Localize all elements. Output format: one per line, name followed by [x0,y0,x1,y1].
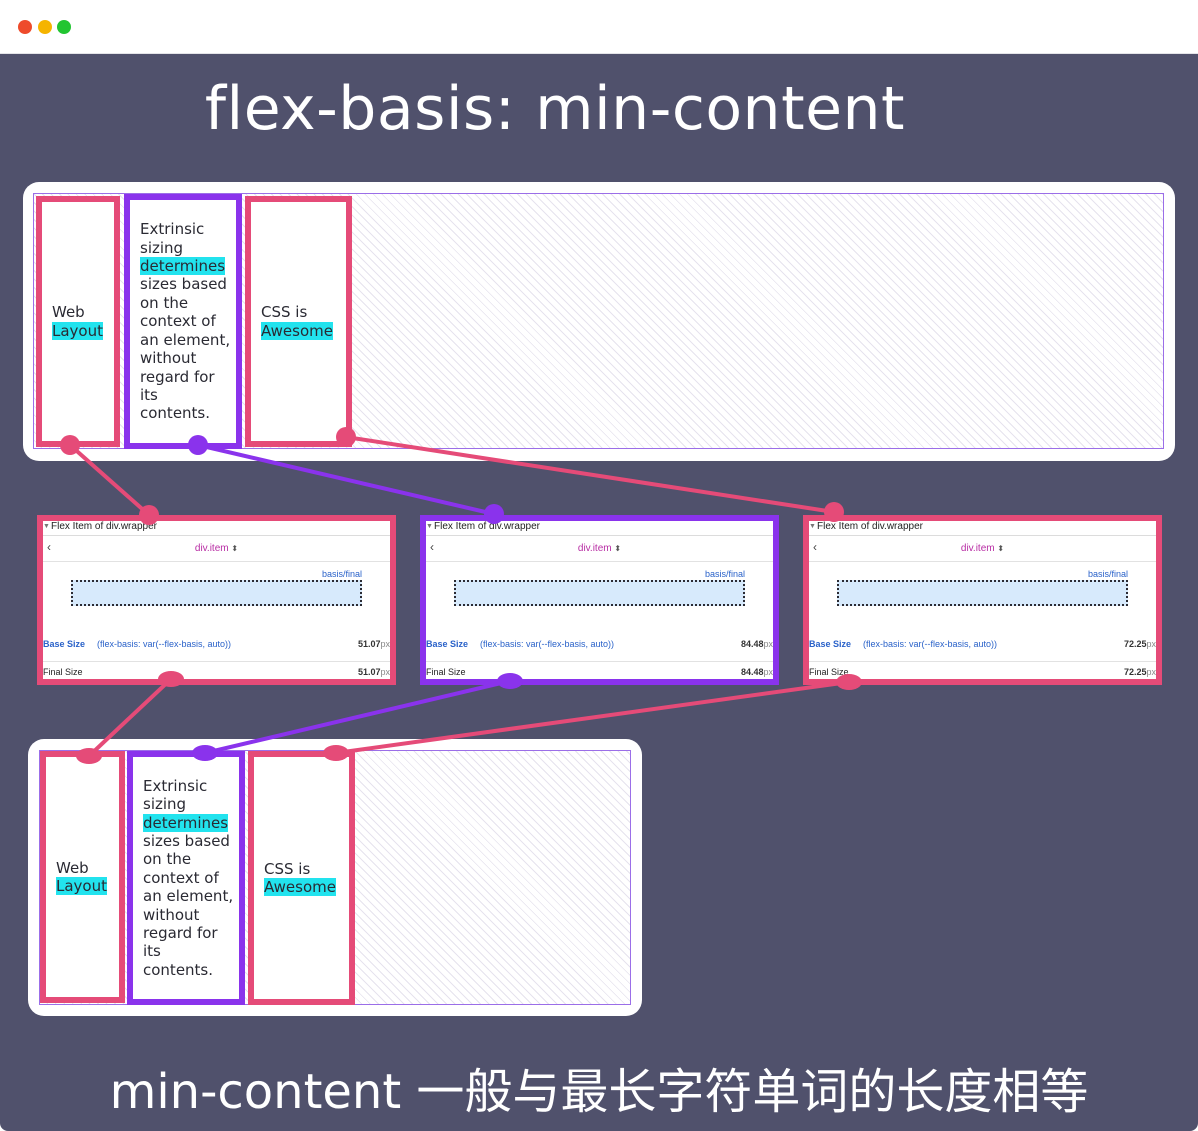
devtools-header[interactable]: ▼Flex Item of div.wrapper [809,521,1156,536]
item-text: Extrinsic sizing determines sizes based … [143,776,234,979]
devtools-nav: ‹ div.item ⬍ [809,535,1156,562]
flex-item-extrinsic-sizing: Extrinsic sizing determines sizes based … [124,194,242,449]
item-text: Extrinsic sizing determines sizes based … [140,220,231,423]
devtools-flex-item-panel-1: ▼Flex Item of div.wrapper ‹ div.item ⬍ b… [37,515,396,685]
flex-size-bar [454,580,745,606]
collapse-triangle-icon[interactable]: ▼ [426,523,433,530]
final-size-row: Final Size 72.25px [809,667,1156,677]
collapse-triangle-icon[interactable]: ▼ [809,523,816,530]
highlighted-word: Layout [52,321,103,340]
flex-item-extrinsic-sizing: Extrinsic sizing determines sizes based … [127,751,245,1005]
highlighted-word: Awesome [261,321,333,340]
collapse-triangle-icon[interactable]: ▼ [43,523,50,530]
back-arrow-icon[interactable]: ‹ [430,540,434,554]
devtools-nav: ‹ div.item ⬍ [43,535,390,562]
devtools-header[interactable]: ▼Flex Item of div.wrapper [43,521,390,536]
back-arrow-icon[interactable]: ‹ [813,540,817,554]
element-selector[interactable]: div.item ⬍ [960,543,1005,554]
basis-final-label: basis/final [321,569,362,579]
base-size-row: Base Size (flex-basis: var(--flex-basis,… [426,633,773,662]
devtools-flex-item-panel-3: ▼Flex Item of div.wrapper ‹ div.item ⬍ b… [803,515,1162,685]
highlighted-word: Awesome [264,878,336,896]
element-selector[interactable]: div.item ⬍ [194,543,239,554]
highlighted-word: Layout [56,877,107,895]
element-selector[interactable]: div.item ⬍ [577,543,622,554]
flex-size-bar [837,580,1128,606]
devtools-header[interactable]: ▼Flex Item of div.wrapper [426,521,773,536]
final-size-row: Final Size 84.48px [426,667,773,677]
final-size-row: Final Size 51.07px [43,667,390,677]
basis-final-label: basis/final [704,569,745,579]
devtools-flex-item-panel-2: ▼Flex Item of div.wrapper ‹ div.item ⬍ b… [420,515,779,685]
close-button[interactable] [18,20,32,34]
devtools-nav: ‹ div.item ⬍ [426,535,773,562]
base-size-row: Base Size (flex-basis: var(--flex-basis,… [43,633,390,662]
minimize-button[interactable] [38,20,52,34]
maximize-button[interactable] [57,20,71,34]
back-arrow-icon[interactable]: ‹ [47,540,51,554]
flex-size-bar [71,580,362,606]
window-titlebar [0,0,1198,54]
basis-final-label: basis/final [1087,569,1128,579]
base-size-row: Base Size (flex-basis: var(--flex-basis,… [809,633,1156,662]
highlighted-word: determines [143,813,229,832]
caption: min-content 一般与最长字符单词的长度相等 [109,1064,1089,1120]
highlighted-word: determines [140,257,226,276]
page-title: flex-basis: min-content [204,74,906,144]
